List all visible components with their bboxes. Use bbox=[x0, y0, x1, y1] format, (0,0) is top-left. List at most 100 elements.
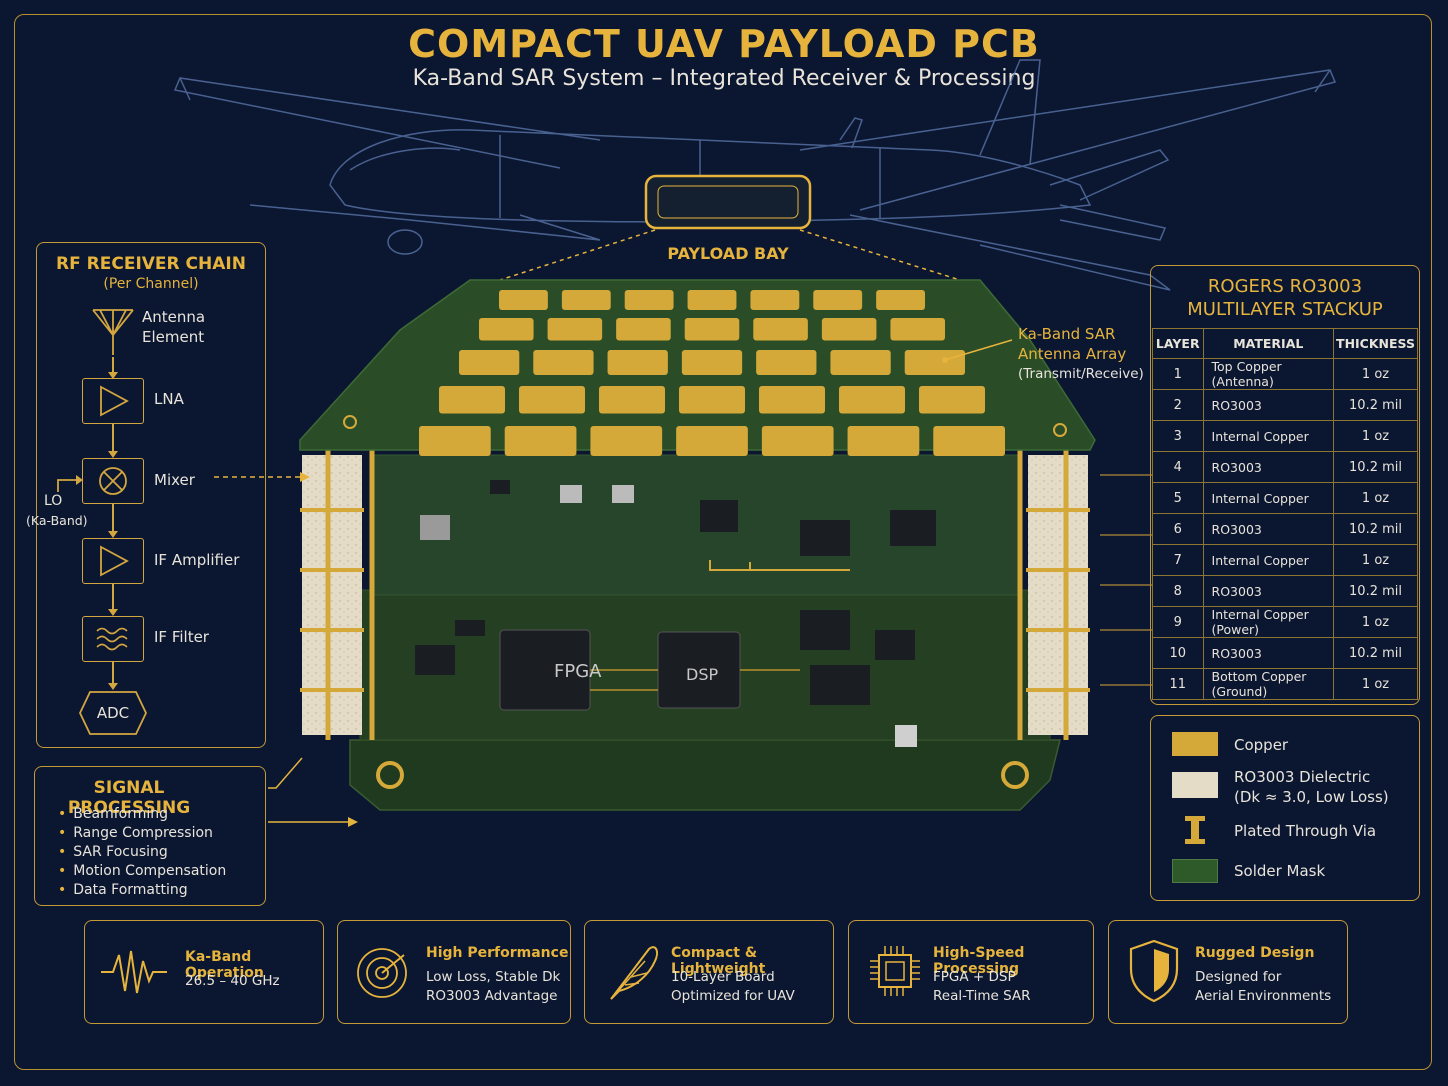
dsp-label: DSP bbox=[686, 665, 718, 684]
if-filter-label: IF Filter bbox=[154, 628, 209, 646]
feature-card-rugged: Rugged Design Designed for Aerial Enviro… bbox=[1108, 920, 1348, 1024]
antenna-patch bbox=[499, 290, 548, 310]
legend-dielectric-1: RO3003 Dielectric bbox=[1234, 768, 1371, 786]
antenna-patch bbox=[439, 386, 505, 414]
antenna-patch bbox=[459, 350, 520, 375]
feature-line: 26.5 – 40 GHz bbox=[185, 973, 280, 989]
antenna-patch bbox=[681, 350, 743, 375]
material-cell: RO3003 bbox=[1202, 513, 1335, 545]
feature-line: Optimized for UAV bbox=[671, 988, 795, 1004]
chip-icon bbox=[870, 946, 920, 996]
dielectric-swatch bbox=[1172, 772, 1218, 798]
stackup-leaders bbox=[1100, 474, 1152, 686]
layer-cell: 6 bbox=[1152, 513, 1204, 545]
antenna-patch bbox=[599, 386, 665, 414]
adc-block bbox=[79, 691, 147, 735]
material-cell: Internal Copper bbox=[1202, 544, 1335, 576]
header-layer: LAYER bbox=[1152, 328, 1204, 359]
feature-line: Low Loss, Stable Dk bbox=[426, 969, 561, 985]
antenna-callout-line1: Ka-Band SAR bbox=[1018, 325, 1116, 343]
antenna-patch bbox=[761, 426, 834, 456]
thickness-cell: 10.2 mil bbox=[1333, 389, 1418, 421]
rf-chain-title: RF RECEIVER CHAIN bbox=[56, 254, 246, 274]
antenna-patch bbox=[904, 350, 965, 375]
antenna-patch bbox=[519, 386, 585, 414]
feature-line: 10-Layer Board bbox=[671, 969, 775, 985]
lo-arrow bbox=[57, 475, 83, 492]
list-item: Beamforming bbox=[58, 806, 226, 822]
thickness-cell: 10.2 mil bbox=[1333, 637, 1418, 669]
layer-cell: 11 bbox=[1152, 668, 1204, 700]
antenna-icon bbox=[92, 309, 134, 355]
antenna-patch bbox=[504, 426, 577, 456]
antenna-patch bbox=[687, 290, 737, 310]
thickness-cell: 1 oz bbox=[1333, 358, 1418, 390]
page-title: COMPACT UAV PAYLOAD PCB bbox=[408, 22, 1040, 66]
antenna-patch bbox=[890, 318, 945, 341]
thickness-cell: 10.2 mil bbox=[1333, 575, 1418, 607]
layer-cell: 4 bbox=[1152, 451, 1204, 483]
lna-block bbox=[82, 378, 144, 424]
layer-cell: 1 bbox=[1152, 358, 1204, 390]
antenna-patch bbox=[847, 426, 920, 456]
signal-processing-list: Beamforming Range Compression SAR Focusi… bbox=[58, 806, 226, 901]
lo-sublabel: (Ka-Band) bbox=[26, 513, 88, 528]
feature-title: Ka-Band Operation bbox=[185, 949, 264, 981]
legend-copper: Copper bbox=[1234, 736, 1289, 754]
lna-label: LNA bbox=[154, 390, 184, 408]
antenna-patch bbox=[624, 290, 674, 310]
thickness-cell: 10.2 mil bbox=[1333, 513, 1418, 545]
rf-chain-panel bbox=[36, 242, 266, 748]
payload-bay-label: PAYLOAD BAY bbox=[667, 244, 789, 263]
shield-icon bbox=[1129, 939, 1179, 1003]
feature-line: Aerial Environments bbox=[1195, 988, 1332, 1004]
header-thickness: THICKNESS bbox=[1333, 328, 1418, 359]
feature-card-processing: High-Speed Processing FPGA + DSP Real-Ti… bbox=[848, 920, 1094, 1024]
antenna-patch bbox=[759, 386, 825, 414]
adc-label: ADC bbox=[96, 704, 130, 722]
waveform-icon bbox=[101, 950, 167, 994]
layer-cell: 10 bbox=[1152, 637, 1204, 669]
antenna-patch bbox=[679, 386, 745, 414]
feature-title: High-Speed Processing bbox=[933, 945, 1025, 977]
antenna-patch bbox=[616, 318, 671, 341]
if-amplifier-label: IF Amplifier bbox=[154, 551, 240, 569]
feature-line: RO3003 Advantage bbox=[426, 988, 558, 1004]
mixer-icon bbox=[99, 467, 127, 495]
antenna-patch bbox=[607, 350, 668, 375]
legend-mask: Solder Mask bbox=[1234, 862, 1326, 880]
thickness-cell: 10.2 mil bbox=[1333, 451, 1418, 483]
antenna-label-1: Antenna bbox=[142, 308, 206, 326]
layer-cell: 3 bbox=[1152, 420, 1204, 452]
feature-line: Real-Time SAR bbox=[933, 988, 1031, 1004]
amplifier-icon bbox=[100, 385, 129, 417]
lo-label: LO bbox=[44, 493, 63, 509]
amplifier-icon bbox=[100, 545, 129, 577]
feature-card-compact: Compact & Lightweight 10-Layer Board Opt… bbox=[584, 920, 834, 1024]
mixer-label: Mixer bbox=[154, 471, 195, 489]
list-item: Motion Compensation bbox=[58, 863, 226, 879]
feature-card-ka-band: Ka-Band Operation 26.5 – 40 GHz bbox=[84, 920, 324, 1024]
outer-frame bbox=[14, 14, 1432, 1070]
layer-cell: 8 bbox=[1152, 575, 1204, 607]
layer-cell: 9 bbox=[1152, 606, 1204, 638]
stackup-title-1: ROGERS RO3003 bbox=[1207, 276, 1363, 297]
thickness-cell: 1 oz bbox=[1333, 668, 1418, 700]
feature-line: FPGA + DSP bbox=[933, 969, 1016, 985]
material-cell: RO3003 bbox=[1202, 451, 1335, 483]
via-icon bbox=[1185, 816, 1205, 844]
antenna-label-2: Element bbox=[142, 328, 205, 346]
material-cell: RO3003 bbox=[1202, 575, 1335, 607]
material-cell: Internal Copper (Power) bbox=[1202, 606, 1335, 638]
fpga-label: FPGA bbox=[554, 661, 602, 682]
target-icon bbox=[357, 948, 407, 998]
mixer-block bbox=[82, 458, 144, 504]
